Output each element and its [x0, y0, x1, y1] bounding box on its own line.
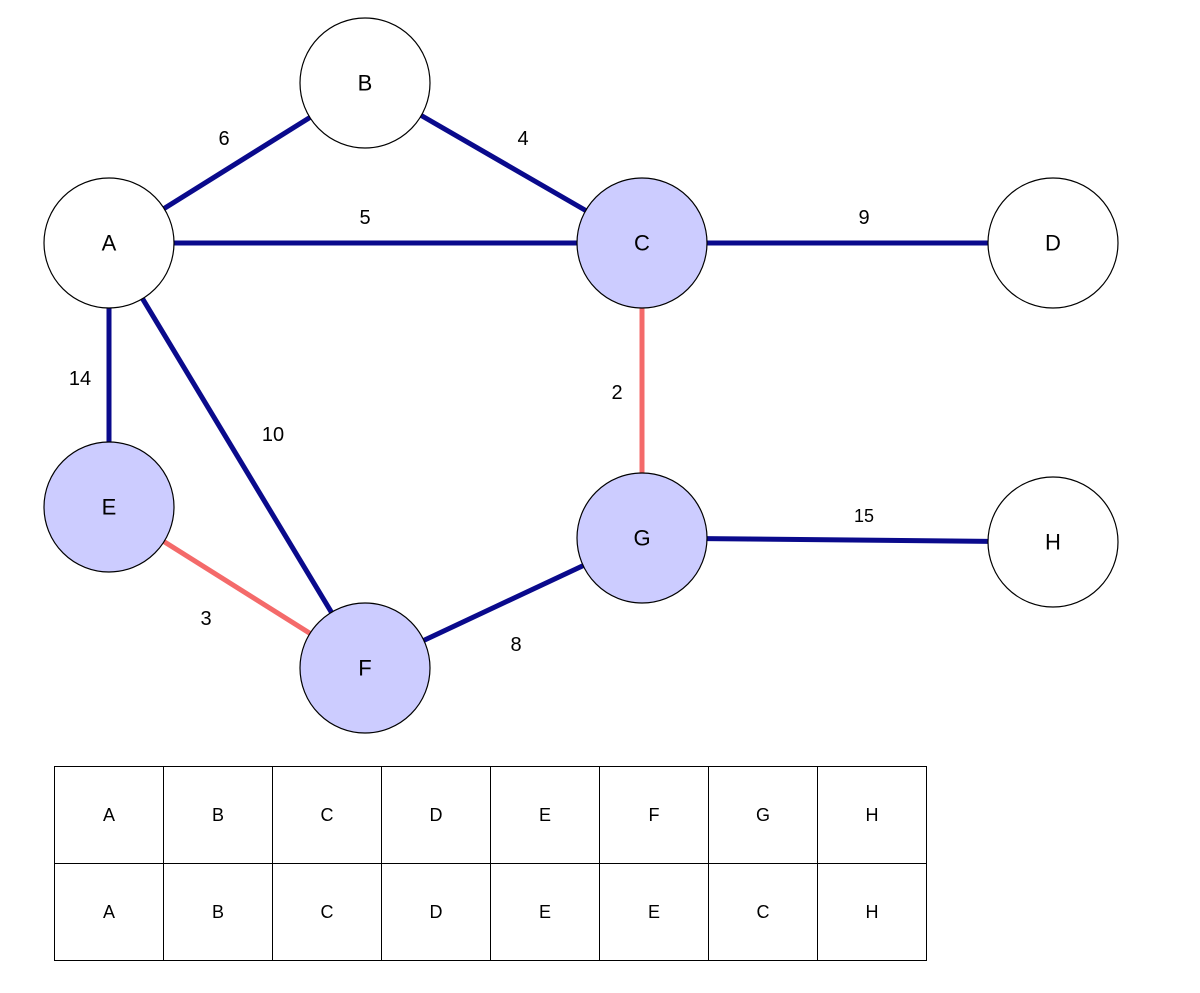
table-cell: D [381, 863, 491, 961]
table-cell: B [163, 766, 273, 864]
edge-weight-e-f: 3 [200, 608, 211, 630]
table-cell: H [817, 863, 927, 961]
node-circle [43, 177, 175, 309]
table-cell: D [381, 766, 491, 864]
node-c: C [576, 177, 708, 309]
node-label: C [634, 231, 650, 256]
edge-weight-a-e: 14 [69, 368, 91, 390]
table-cell: B [163, 863, 273, 961]
edges-layer [106, 113, 989, 643]
table-cell: E [490, 863, 600, 961]
nodes-layer: A B C D E F G H [43, 17, 1119, 734]
node-label: B [358, 71, 373, 96]
edge-weights-layer: 6 4 5 9 14 10 2 3 8 15 [69, 128, 874, 656]
node-h: H [987, 476, 1119, 608]
node-circle [576, 472, 708, 604]
table-row-parents: A B C D E E C H [54, 863, 927, 961]
node-label: D [1045, 231, 1061, 256]
table-cell: G [708, 766, 818, 864]
edge-weight-a-c: 5 [359, 207, 370, 229]
edge-weight-c-d: 9 [858, 207, 869, 229]
edge-a-f [140, 297, 334, 614]
graph-diagram: 6 4 5 9 14 10 2 3 8 15 A B C D E F G H [43, 17, 1119, 734]
table-cell: F [599, 766, 709, 864]
node-circle [987, 476, 1119, 608]
table-cell: E [490, 766, 600, 864]
node-circle [299, 602, 431, 734]
edge-f-g [422, 563, 585, 643]
edge-g-h [706, 536, 989, 544]
edge-weight-f-g: 8 [510, 634, 521, 656]
edge-e-f [162, 539, 312, 636]
node-label: G [633, 526, 650, 551]
union-find-parent-table: A B C D E F G H A B C D E E C H [54, 766, 927, 961]
edge-a-b [162, 115, 312, 211]
node-label: H [1045, 530, 1061, 555]
node-f: F [299, 602, 431, 734]
node-label: A [102, 231, 117, 256]
table-row-nodes: A B C D E F G H [54, 766, 927, 864]
node-circle [987, 177, 1119, 309]
node-g: G [576, 472, 708, 604]
node-label: F [358, 656, 371, 681]
edge-weight-a-f: 10 [262, 424, 284, 446]
node-circle [43, 441, 175, 573]
table-cell: C [272, 863, 382, 961]
table-cell: H [817, 766, 927, 864]
edge-b-c [420, 113, 587, 213]
node-b: B [299, 17, 431, 149]
node-a: A [43, 177, 175, 309]
edge-weight-a-b: 6 [218, 128, 229, 150]
node-circle [299, 17, 431, 149]
node-e: E [43, 441, 175, 573]
node-d: D [987, 177, 1119, 309]
table-cell: E [599, 863, 709, 961]
table-cell: C [272, 766, 382, 864]
node-label: E [102, 495, 117, 520]
node-circle [576, 177, 708, 309]
table-cell: A [54, 766, 164, 864]
table-cell: A [54, 863, 164, 961]
edge-weight-c-g: 2 [611, 382, 622, 404]
table-cell: C [708, 863, 818, 961]
edge-weight-b-c: 4 [517, 128, 528, 150]
edge-weight-g-h: 15 [854, 506, 874, 526]
